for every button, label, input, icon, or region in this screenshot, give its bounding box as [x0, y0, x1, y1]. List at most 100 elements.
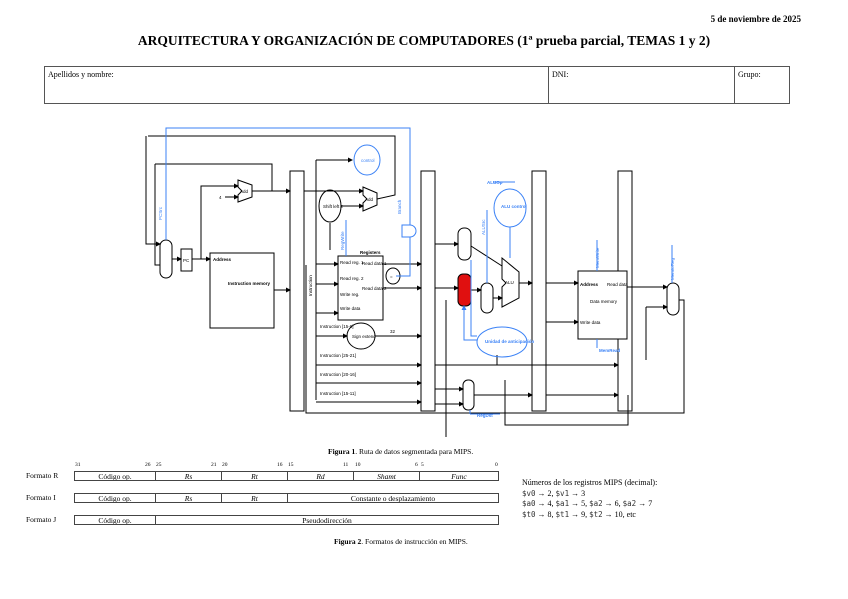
alu-input-a-mux [457, 227, 472, 261]
register-number: → 6 [602, 499, 619, 508]
write-data-label: Write data [340, 306, 361, 311]
format-j-label: Formato J [26, 515, 57, 524]
register-number: → 9 [569, 509, 586, 519]
field-shamt: Shamt [354, 472, 420, 480]
name-label: Apellidos y nombre: [48, 70, 114, 79]
register-name: $t2 [589, 509, 603, 519]
bit-15: 15 [288, 462, 294, 468]
register-numbers-note: Números de los registros MIPS (decimal):… [522, 478, 657, 520]
dni-field[interactable]: DNI: [549, 67, 735, 103]
register-name: $a1 [555, 499, 570, 508]
comparator-label: = [390, 274, 393, 279]
constant-four: 4 [219, 195, 222, 200]
register-number: → 10 [602, 509, 623, 519]
branch-adder-label: Add [365, 197, 374, 202]
bits-32-label: 32 [390, 329, 396, 334]
registers-label: Registers [360, 250, 381, 255]
bit-20: 20 [222, 462, 228, 468]
register-name: $a2 [589, 499, 603, 508]
read-reg1-label: Read reg. 1 [340, 260, 364, 265]
bit-26: 26 [145, 462, 151, 468]
memwrite-label: MemWrite [595, 247, 600, 268]
register-note-line: $v0 → 2, $v1 → 3 [522, 488, 586, 498]
alusrc-mux [480, 282, 494, 314]
hazard-detection-unit [353, 144, 381, 176]
instr-20-16-label: Instruction [20-16] [320, 372, 356, 377]
bit-0: 0 [495, 462, 498, 468]
register-note-suffix: , etc [622, 509, 636, 519]
register-number: → 3 [569, 488, 586, 498]
branch-and-gate [401, 224, 417, 238]
instruction-label: Instruction [308, 275, 313, 296]
bit-6: 6 [415, 462, 418, 468]
register-note-title: Números de los registros MIPS (decimal): [522, 478, 658, 487]
format-r-label: Formato R [26, 471, 59, 480]
field-rs: Rs [156, 494, 222, 502]
regdst-label: RegDst [477, 413, 493, 418]
sign-extend-label: Sign extend [352, 334, 376, 339]
field-rt: Rt [222, 494, 288, 502]
bit-31: 31 [75, 462, 81, 468]
field-immediate: Constante o desplazamiento [350, 494, 436, 502]
memtoreg-mux [666, 282, 680, 316]
figure1-caption-text: . Ruta de datos segmentada para MIPS. [355, 447, 474, 456]
figure1-caption: Figura 1. Ruta de datos segmentada para … [328, 447, 473, 456]
dm-read-data-label: Read data [607, 282, 628, 287]
instr-25-21-label: Instruction [25-21] [320, 353, 356, 358]
read-data2-label: Read data 2 [362, 286, 387, 291]
format-j-row: Código op. Pseudodirección [74, 515, 499, 525]
figure2-caption-bold: Figura 2 [334, 537, 362, 546]
write-reg-label: Write reg. [340, 292, 359, 297]
bit-10: 10 [355, 462, 361, 468]
exam-date: 5 de noviembre de 2025 [710, 14, 801, 24]
memread-label: MemRead [599, 348, 621, 353]
read-data1-label: Read data 1 [362, 261, 387, 266]
register-number: → 4 [535, 499, 552, 508]
field-pseudoaddress: Pseudodirección [302, 516, 352, 524]
pc-adder-label: Add [240, 189, 249, 194]
register-name: $v1 [555, 488, 570, 498]
alu-label: ALU [505, 280, 514, 285]
register-note-line: $a0 → 4, $a1 → 5, $a2 → 6, $a2 → 7 [522, 499, 653, 508]
student-id-form: Apellidos y nombre: DNI: Grupo: [44, 66, 790, 104]
instr-15-11-label: Instruction [15-11] [320, 391, 356, 396]
regwrite-label: RegWrite [340, 231, 345, 250]
group-field[interactable]: Grupo: [735, 67, 789, 103]
register-name: $a0 [522, 499, 536, 508]
name-field[interactable]: Apellidos y nombre: [45, 67, 549, 103]
register-name: $a2 [622, 499, 637, 508]
instr-15-0-label: Instruction [15-0] [320, 324, 354, 329]
if-id-register [289, 170, 305, 412]
alusrc-label: ALUSrc [481, 219, 486, 235]
register-number: → 8 [535, 509, 552, 519]
field-opcode: Código op. [75, 472, 156, 480]
branch-label: Branch [397, 199, 402, 214]
pc-label: PC [183, 258, 190, 263]
dm-address-label: Address [580, 282, 599, 287]
figure2-caption: Figura 2. Formatos de instrucción en MIP… [334, 537, 468, 546]
figure1-caption-bold: Figura 1 [328, 447, 356, 456]
field-func: Func [451, 472, 467, 480]
aluop-label: ALUOp [487, 180, 503, 185]
forwarding-unit-label: Unidad de anticipación [485, 339, 535, 344]
register-name: $v0 [522, 488, 536, 498]
field-rt: Rt [222, 472, 288, 480]
register-note-lines: $v0 → 2, $v1 → 3$a0 → 4, $a1 → 5, $a2 → … [522, 489, 657, 521]
register-name: $t0 [522, 509, 536, 519]
register-number: → 7 [636, 499, 653, 508]
regdst-mux [462, 379, 475, 411]
instruction-memory [209, 252, 275, 329]
register-number: → 2 [535, 488, 552, 498]
dni-label: DNI: [552, 70, 569, 79]
register-note-line: $t0 → 8, $t1 → 9, $t2 → 10, etc [522, 509, 636, 519]
format-r-row: Código op. Rs Rt Rd Shamt Func [74, 471, 499, 481]
group-label: Grupo: [738, 70, 761, 79]
field-rd: Rd [288, 472, 354, 480]
id-ex-register [420, 170, 436, 412]
hazard-unit-label: control [361, 158, 375, 163]
bit-25: 25 [156, 462, 162, 468]
mips-datapath-diagram: PCSrc PC Add 4 Address Instruction memor… [145, 127, 685, 437]
format-i-row: Código op. Rs Rt Constante o desplazamie… [74, 493, 499, 503]
register-name: $t1 [555, 509, 570, 519]
read-reg2-label: Read reg. 2 [340, 276, 364, 281]
